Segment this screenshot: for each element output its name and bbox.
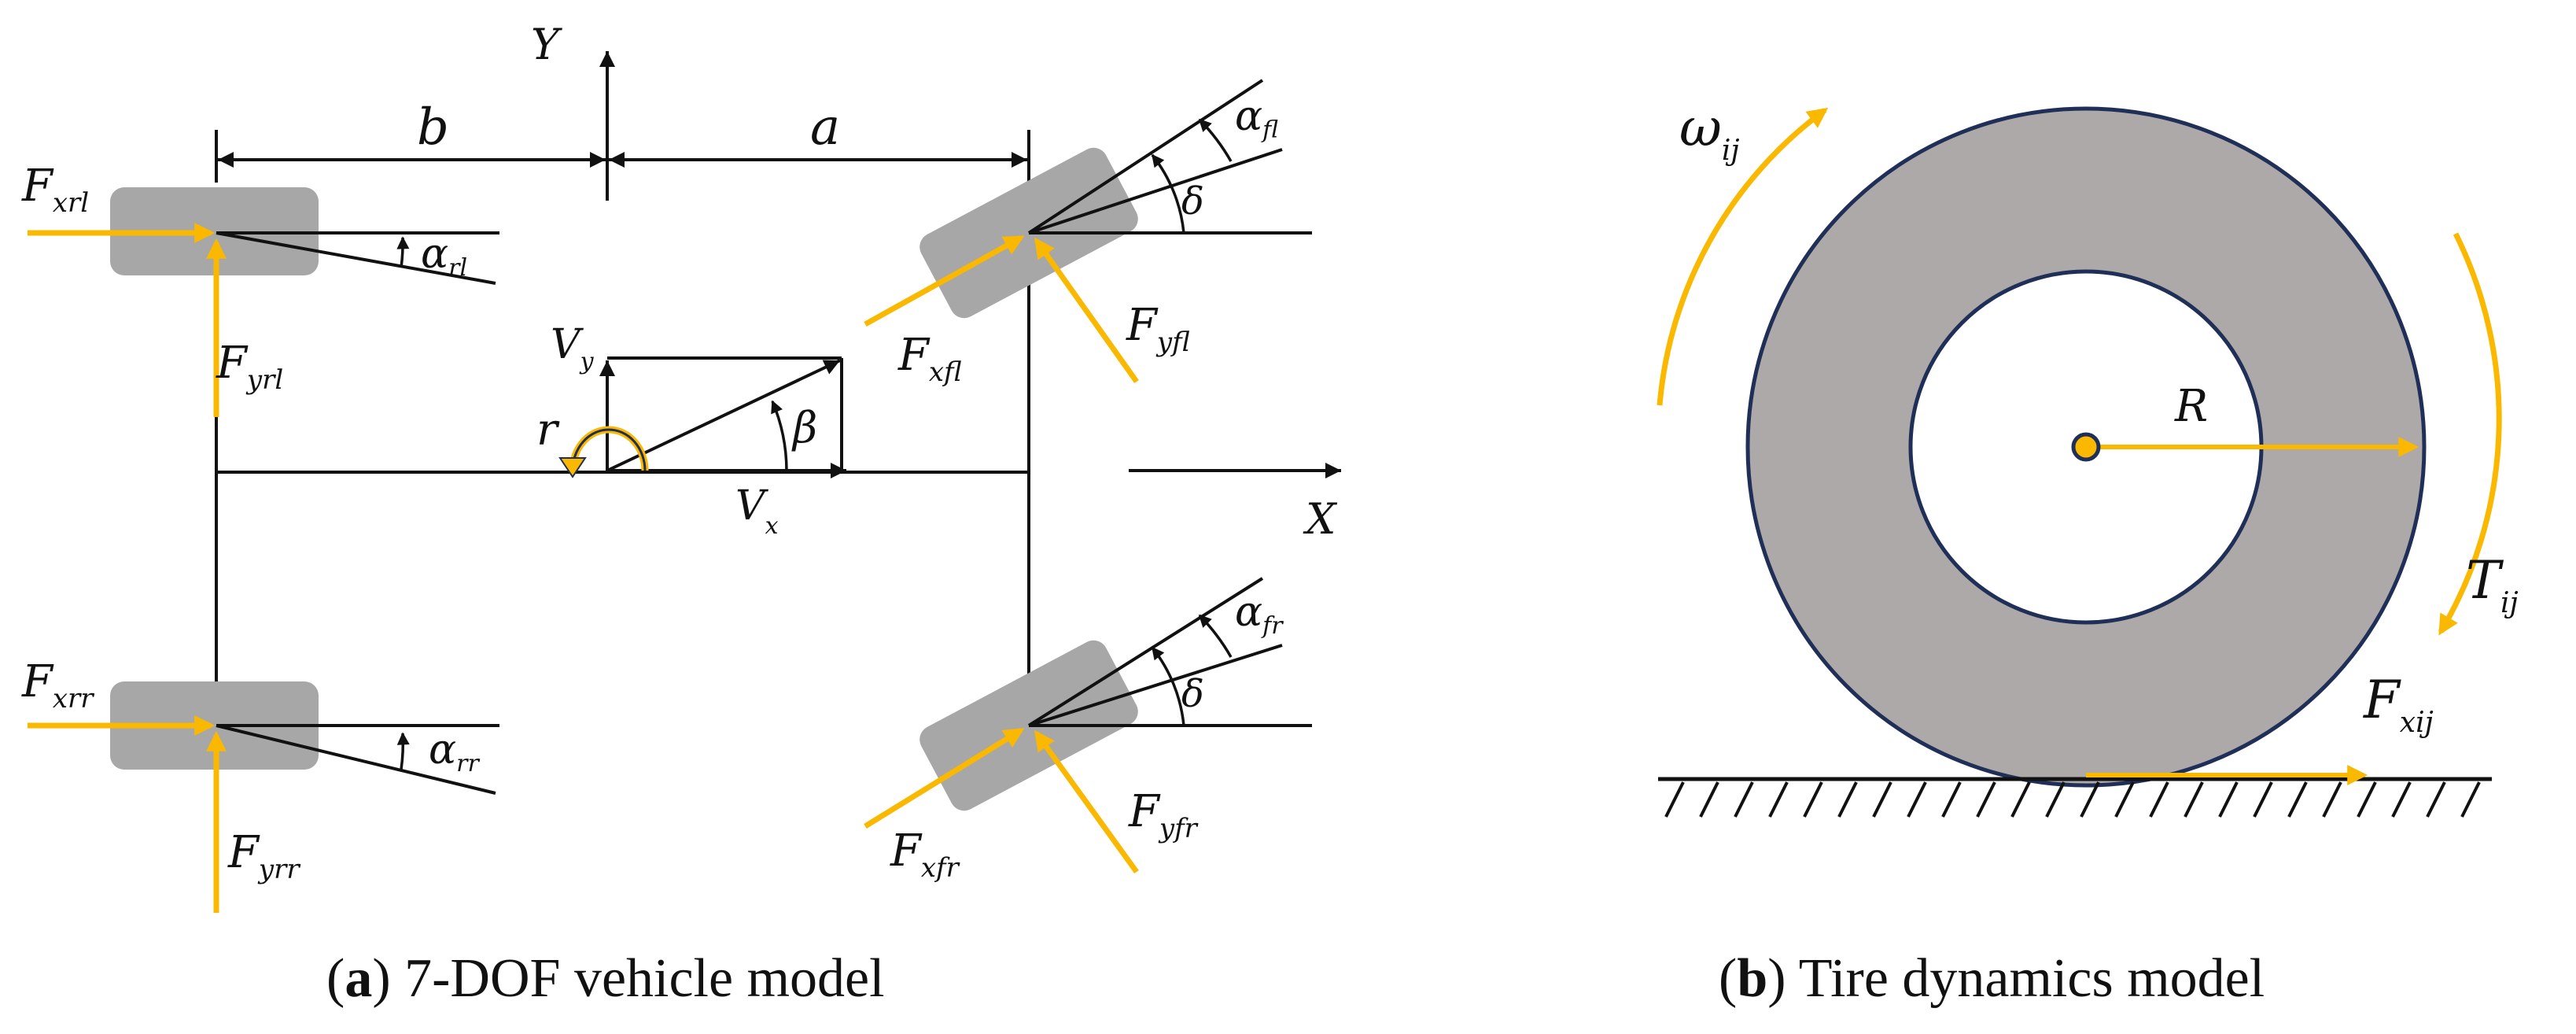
rear-left-fy-label: Fyrl <box>216 338 283 396</box>
ground-hatch-stroke <box>1907 781 1927 818</box>
ground-hatch-stroke <box>2184 781 2204 818</box>
front-left-wheel-group: Fxfl Fyfl αfl δ <box>864 79 1312 388</box>
ground-hatch-stroke <box>2322 781 2342 818</box>
rear-right-slip-angle-arc <box>396 732 410 770</box>
ground-hatch-stroke <box>1699 781 1719 818</box>
front-left-fy-label: Fyfl <box>1126 300 1190 358</box>
ground-hatch-stroke <box>1837 781 1858 818</box>
ground-hatch-stroke <box>1664 781 1685 818</box>
rear-right-fx-label: Fxrr <box>21 656 94 715</box>
ground-hatch-stroke <box>1803 781 1823 818</box>
beta-angle-arc <box>771 400 788 471</box>
front-right-alpha-label: αfr <box>1235 589 1284 640</box>
front-right-fy-label: Fyfr <box>1128 786 1199 844</box>
front-right-wheel-group: Fxfr Fyfr αfr δ <box>864 577 1312 884</box>
rear-right-alpha-label: αrr <box>429 726 480 777</box>
front-right-heading-line <box>1027 577 1264 727</box>
ground-hatch-stroke <box>2426 781 2446 818</box>
front-left-longitudinal-force-arrow <box>864 234 1025 327</box>
dimension-b-label: b <box>417 98 449 157</box>
front-left-fx-label: Fxfl <box>897 330 962 388</box>
vx-label: Vx <box>735 482 779 540</box>
ground-hatch-stroke <box>1941 781 1962 818</box>
omega-label: ωij <box>1679 98 1740 167</box>
ground-hatch-stroke <box>1976 781 1996 818</box>
rear-right-slip-line <box>216 724 496 795</box>
vy-label: Vy <box>551 321 595 375</box>
ground-hatch-stroke <box>2010 781 2031 818</box>
caption-a: (a) 7-DOF vehicle model <box>326 948 885 1009</box>
ground-hatch-stroke <box>1872 781 1892 818</box>
radius-label: R <box>2174 381 2208 432</box>
ground-hatch-stroke <box>1768 781 1789 818</box>
front-left-alpha-arc <box>1198 118 1233 162</box>
rear-right-wheel-group: Fxrr Fyrr αrr <box>21 656 499 913</box>
front-right-fx-label: Fxfr <box>890 825 960 884</box>
beta-label: β <box>791 403 817 452</box>
front-right-longitudinal-force-arrow <box>864 728 1025 829</box>
ground-hatch-stroke <box>1734 781 1754 818</box>
x-axis-label: X <box>1303 494 1338 544</box>
angular-velocity-arrow <box>1657 107 1829 406</box>
rear-left-wheel-group: Fxrl Fyrl αrl <box>21 161 499 417</box>
rear-left-slip-line <box>216 231 496 285</box>
wheel-center-hub <box>2071 432 2101 462</box>
front-right-delta-arc <box>1151 646 1185 726</box>
front-left-velocity-line <box>1028 148 1283 234</box>
resultant-velocity-arrow <box>606 359 841 472</box>
rear-left-alpha-label: αrl <box>421 231 467 282</box>
longitudinal-force-label: Fxij <box>2363 670 2434 739</box>
front-left-delta-label: δ <box>1181 179 1204 223</box>
ground-hatch-stroke <box>2287 781 2308 818</box>
front-left-lateral-force-arrow <box>1034 237 1139 384</box>
front-right-delta-label: δ <box>1181 672 1204 716</box>
ground-hatch-stroke <box>2218 781 2239 818</box>
rear-right-fy-label: Fyrr <box>227 827 300 885</box>
ground-hatch-stroke <box>2357 781 2377 818</box>
velocity-diagram: β Vy Vx r <box>536 321 846 540</box>
caption-b: (b) Tire dynamics model <box>1719 948 2265 1009</box>
ground-hatch-stroke <box>2114 781 2135 818</box>
ground-hatching <box>1664 781 2481 818</box>
ground-hatch-stroke <box>2149 781 2169 818</box>
front-left-alpha-label: αfl <box>1235 93 1278 144</box>
y-axis-label: Y <box>531 20 562 69</box>
front-left-delta-arc <box>1151 153 1185 234</box>
torque-arrow <box>2438 232 2502 636</box>
ground-hatch-stroke <box>2460 781 2481 818</box>
front-left-heading-line <box>1027 79 1264 234</box>
dimension-a-label: a <box>810 98 840 157</box>
panel-b-tire-model: R ωij Tij Fxij (b) Tire dynamics model <box>1657 98 2519 1009</box>
torque-label: Tij <box>2466 550 2519 619</box>
ground-hatch-stroke <box>2391 781 2412 818</box>
rear-left-fx-label: Fxrl <box>21 161 89 219</box>
ground-hatch-stroke <box>2253 781 2273 818</box>
yaw-rate-label: r <box>536 404 560 456</box>
front-right-lateral-force-arrow <box>1034 729 1139 874</box>
front-right-velocity-line <box>1028 644 1283 727</box>
rear-left-slip-angle-arc <box>396 236 410 268</box>
ground-hatch-stroke <box>2080 781 2100 818</box>
panel-a-vehicle-model: Y X b a Fxrl Fyrl <box>21 20 1341 1009</box>
yaw-rate-icon <box>558 426 649 478</box>
ground-hatch-stroke <box>2045 781 2066 818</box>
front-right-alpha-arc <box>1198 614 1233 658</box>
